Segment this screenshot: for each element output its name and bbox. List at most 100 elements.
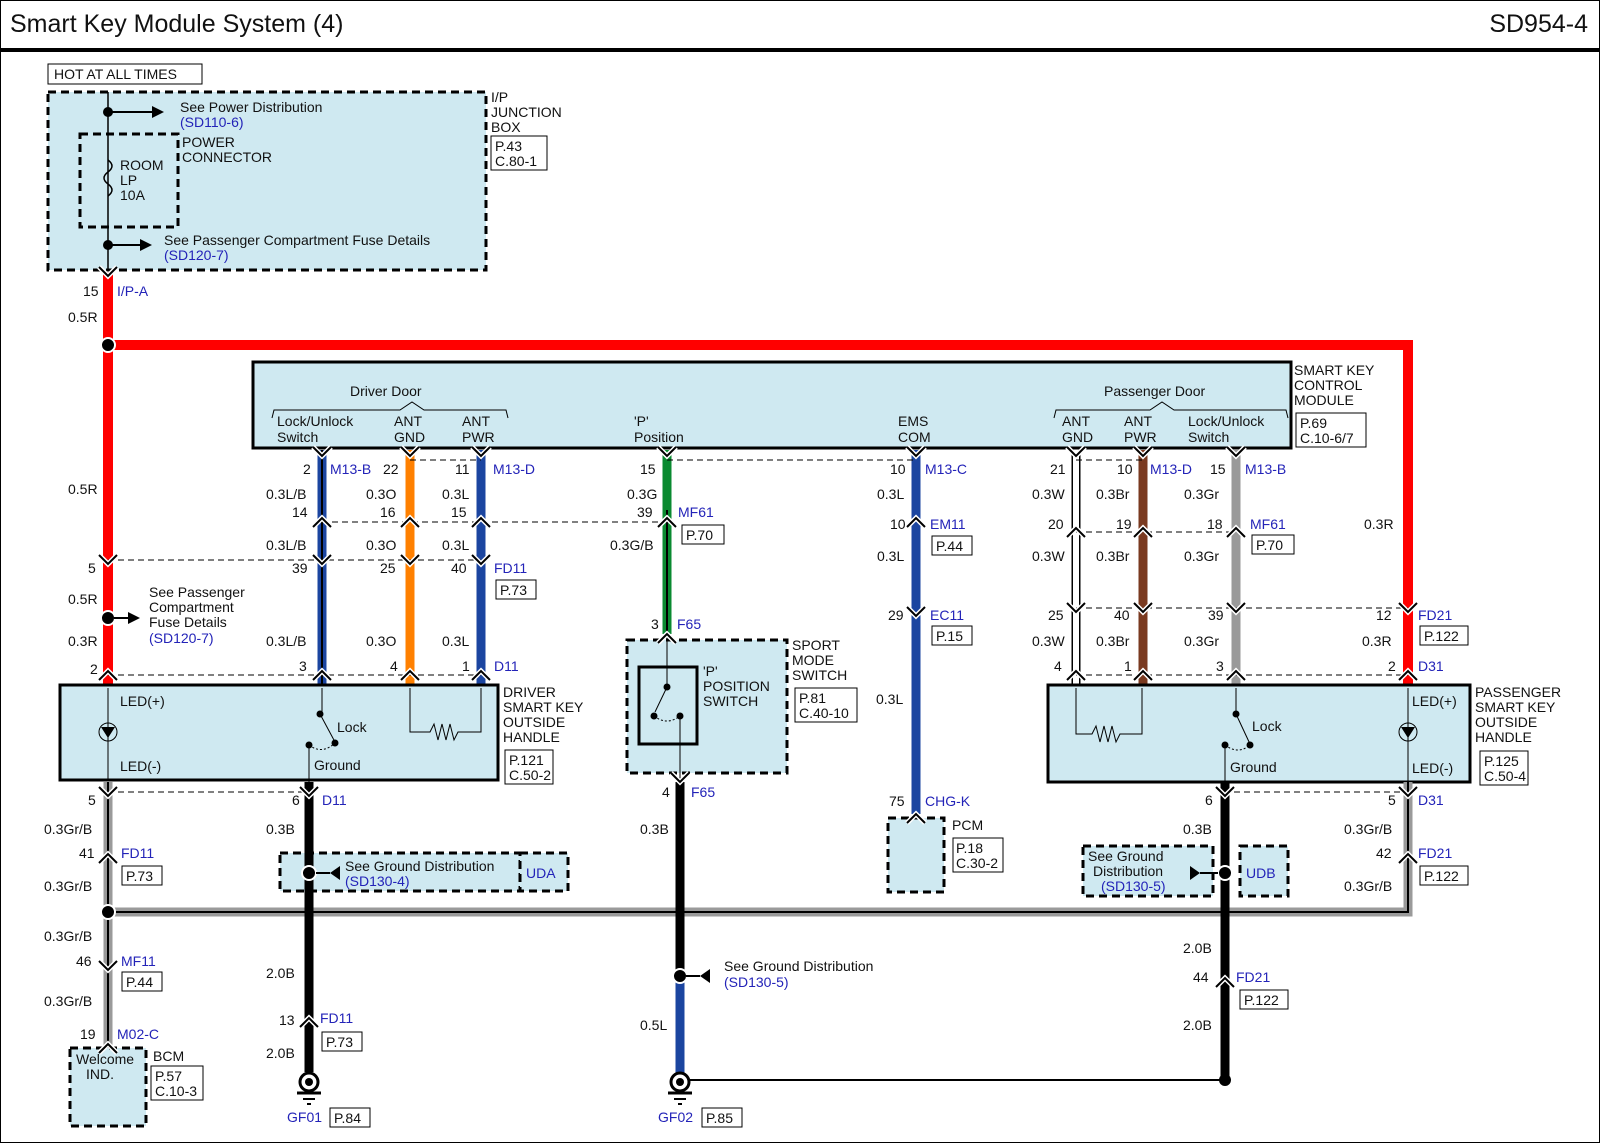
pin-number: 2 <box>1388 658 1396 674</box>
connector-chevron-icon <box>299 786 319 798</box>
connector-id: FD11 <box>320 1010 353 1026</box>
connector-chevron-icon <box>1066 669 1086 681</box>
pin-number: 4 <box>390 658 398 674</box>
module-label: SMART KEY <box>1294 362 1375 378</box>
wire-spec: 0.3L/B <box>266 537 306 553</box>
connector-chevron-icon <box>1226 669 1246 681</box>
pin-label: GND <box>1062 429 1093 445</box>
ground-tag: UDB <box>1246 865 1276 881</box>
connector-chevron-icon <box>312 516 332 528</box>
connector-chevron-icon <box>1066 602 1086 614</box>
wire-spec: 2.0B <box>266 965 295 981</box>
module-label: MODULE <box>1294 392 1354 408</box>
pin-label: ANT <box>462 413 490 429</box>
pin-number: 40 <box>451 560 467 576</box>
handle-label: DRIVER <box>503 684 556 700</box>
power-distribution-link[interactable]: (SD110-6) <box>180 114 244 130</box>
lock-label: Lock <box>337 719 368 735</box>
connector-chevron-icon <box>1226 526 1246 538</box>
connector-chevron-icon <box>1398 669 1418 681</box>
wire-spec: 0.3O <box>366 633 396 649</box>
connector-id: D31 <box>1418 658 1444 674</box>
wire-spec: 0.3L <box>442 537 469 553</box>
pin-number: 5 <box>88 792 96 808</box>
wire-spec: 0.3W <box>1032 486 1065 502</box>
pin-label: PWR <box>1124 429 1157 445</box>
connector-chevron-icon <box>1133 526 1153 538</box>
fuse-details-ref: Fuse Details <box>149 614 227 630</box>
pin-number: 44 <box>1193 969 1209 985</box>
connector-id: F65 <box>677 616 701 632</box>
pin-number: 14 <box>292 504 308 520</box>
wire-spec: 0.3Br <box>1096 486 1130 502</box>
wire-spec: 0.3B <box>266 821 295 837</box>
wire-spec: 0.3O <box>366 537 396 553</box>
pin-number: 15 <box>1210 461 1226 477</box>
wire-spec: 0.3Gr/B <box>1344 878 1392 894</box>
page-ref: P.44 <box>126 974 153 990</box>
ground-dist-link[interactable]: (SD130-4) <box>345 873 410 889</box>
page-ref: P.18 <box>956 840 983 856</box>
connector-chevron-icon <box>471 554 491 566</box>
bcm-box <box>68 1046 148 1128</box>
arrow-icon <box>152 106 164 118</box>
handle-label: HANDLE <box>503 729 560 745</box>
bcm-label: Welcome <box>76 1051 134 1067</box>
fuse-label: 10A <box>120 187 146 203</box>
pin-label: PWR <box>462 429 495 445</box>
connector-chevron-icon <box>657 632 677 644</box>
connector-id: EC11 <box>930 607 964 623</box>
page-ref: C.10-6/7 <box>1300 430 1354 446</box>
connector-id: M13-D <box>493 461 535 477</box>
pin-number: 25 <box>1048 607 1064 623</box>
pin-number: 22 <box>383 461 399 477</box>
wire-spec: 0.5R <box>68 309 98 325</box>
pin-number: 4 <box>662 784 670 800</box>
page-ref: P.73 <box>500 582 527 598</box>
switch-name: SWITCH <box>792 667 847 683</box>
connector-chevron-icon <box>98 786 118 798</box>
connector-chevron-icon <box>1066 446 1086 458</box>
connector-chevron-icon <box>400 669 420 681</box>
junction-box-label: JUNCTION <box>491 104 562 120</box>
pin-label: ANT <box>1062 413 1090 429</box>
wire-spec: 2.0B <box>1183 940 1212 956</box>
pin-number: 6 <box>292 792 300 808</box>
pin-number: 21 <box>1050 461 1066 477</box>
fuse-details-link[interactable]: (SD120-7) <box>164 247 229 263</box>
connector-chevron-icon <box>312 554 332 566</box>
handle-label: SMART KEY <box>1475 699 1556 715</box>
page-ref: P.121 <box>509 752 544 768</box>
connector-id: CHG-K <box>925 793 971 809</box>
ground-id: GF02 <box>658 1109 693 1125</box>
connector-chevron-icon <box>471 516 491 528</box>
connector-id: FD11 <box>121 845 154 861</box>
connector-chevron-icon <box>906 446 926 458</box>
pin-label: Switch <box>1188 429 1229 445</box>
pin-label: COM <box>898 429 931 445</box>
wire-spec: 0.3G/B <box>610 537 654 553</box>
handle-label: OUTSIDE <box>503 714 565 730</box>
ground-dist-link[interactable]: (SD130-5) <box>1101 878 1166 894</box>
connector-id: M13-B <box>330 461 371 477</box>
page-ref: P.122 <box>1244 992 1279 1008</box>
wire-spec: 0.3L <box>877 486 904 502</box>
hot-label: HOT AT ALL TIMES <box>54 66 177 82</box>
fuse-details-link[interactable]: (SD120-7) <box>149 630 214 646</box>
page-ref: C.50-4 <box>1484 768 1526 784</box>
pin-number: 15 <box>83 283 99 299</box>
power-connector-label: POWER <box>182 134 235 150</box>
pin-number: 19 <box>1116 516 1132 532</box>
wire-spec: 0.3L <box>877 548 904 564</box>
connector-id: EM11 <box>930 516 966 532</box>
pcm-label: PCM <box>952 817 983 833</box>
led-plus-label: LED(+) <box>120 693 165 709</box>
page-ref: P.85 <box>706 1110 733 1126</box>
wire-spec: 0.3W <box>1032 633 1065 649</box>
pin-number: 3 <box>651 616 659 632</box>
ground-dist-link[interactable]: (SD130-5) <box>724 974 789 990</box>
page-title: Smart Key Module System (4) <box>10 10 344 38</box>
ip-junction-box <box>46 90 488 272</box>
connector-chevron-icon <box>1133 446 1153 458</box>
